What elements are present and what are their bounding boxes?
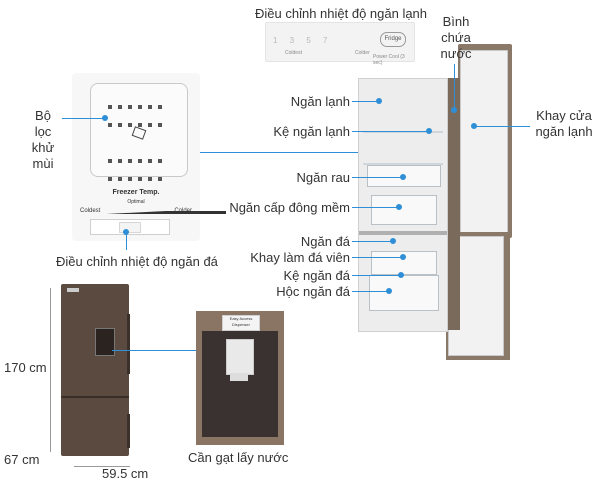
front-dispenser [95,328,115,356]
ice-bottle-line [454,64,455,110]
soft-freeze-line [352,207,398,208]
freezer-drawer [369,275,439,311]
soft-freeze-label: Ngăn cấp đông mềm [229,200,350,215]
freezer-drawer-line [352,291,388,292]
dispenser-lever [226,339,254,375]
freezer-dot [390,238,396,244]
power-cool-label: Power Cool (3 sec) [373,54,405,66]
fridge-control-panel: 1 3 5 7 Coldest Colder Fridge Power Cool… [265,22,415,66]
ice-bottle-dot [451,107,457,113]
width-dimension: 59.5 cm [102,466,149,481]
veg-dot [400,174,406,180]
fridge-shelf-label: Kệ ngăn lạnh [273,124,350,139]
freezer-coldest-label: Coldest [80,208,101,214]
deodorizer-line [62,118,104,119]
fridge-button: Fridge [380,32,406,47]
width-dim-line [74,466,130,467]
freezer-shelf-line [352,275,400,276]
ice-tray-line [352,257,402,258]
filter-grid [105,98,171,188]
ice-tray-label: Khay làm đá viên [250,250,350,265]
ice-tray-dot [400,254,406,260]
coldest-label: Coldest [285,50,302,56]
freezer-drawer-dot [386,288,392,294]
dispenser-spout [230,373,248,381]
door-split [61,396,129,398]
shelf-1 [363,131,443,133]
freezer-temp-label: Điều chỉnh nhiệt độ ngăn đá [56,254,218,269]
veg-label: Ngăn rau [296,170,350,185]
panel-pointer-line [200,152,500,153]
handle-bottom [127,414,130,448]
brand-badge [67,288,79,292]
freezer-temp-slider [90,219,170,235]
slider-knob [119,222,141,233]
deodorizer-dot [102,115,108,121]
optimal-label: Optimal [127,199,145,205]
freezer-temp-line [126,232,127,250]
freezer-drawer-label: Hộc ngăn đá [276,284,350,299]
fridge-dot [376,98,382,104]
fridge-shelf-line [352,131,428,132]
handle-top [127,314,130,374]
fridge-temp-title: Điều chỉnh nhiệt độ ngăn lạnh [255,6,428,21]
dispenser-pointer-line [112,350,196,351]
fridge-side [446,78,460,330]
freezer-control-panel: Freezer Temp. Optimal Coldest Colder [72,73,226,241]
freezer-shelf-label: Kệ ngăn đá [283,268,350,283]
height-dim-line [50,288,51,452]
dispenser-tag: Easy Access Dispenser [222,315,260,331]
deodorizer-filter [90,83,188,181]
fridge-front-image [61,284,130,456]
colder-label: Colder [355,50,370,56]
freezer-temp-title: Freezer Temp. [112,189,160,196]
soft-freeze-drawer [371,195,437,225]
fridge-line [352,101,378,102]
door-tray-dot [471,123,477,129]
freezer-shelf-dot [398,272,404,278]
freezer-label: Ngăn đá [300,234,350,249]
freezer-temp-dot [123,229,129,235]
temp-wedge [106,211,226,214]
depth-dimension: 67 cm [4,452,40,467]
ice-bottle-label: Bình chứa nước [440,14,472,61]
shelf-2 [363,163,443,165]
fridge-body [358,78,448,332]
control-numbers: 1 3 5 7 [273,36,333,45]
divider [359,231,447,235]
door-tray-label: Khay cửa ngăn lạnh [535,108,593,139]
dispenser-closeup: Easy Access Dispenser [196,311,284,445]
dispenser-label: Cần gạt lấy nước [188,450,289,465]
fridge-door-inner [460,50,508,236]
height-dimension: 170 cm [4,360,47,375]
soft-freeze-dot [396,204,402,210]
veg-line [352,177,402,178]
freezer-line [352,241,392,242]
fridge-shelf-dot [426,128,432,134]
fridge-label: Ngăn lạnh [290,94,350,109]
door-tray-line [474,126,530,127]
deodorizer-label: Bộ lọc khử mùi [31,108,55,171]
